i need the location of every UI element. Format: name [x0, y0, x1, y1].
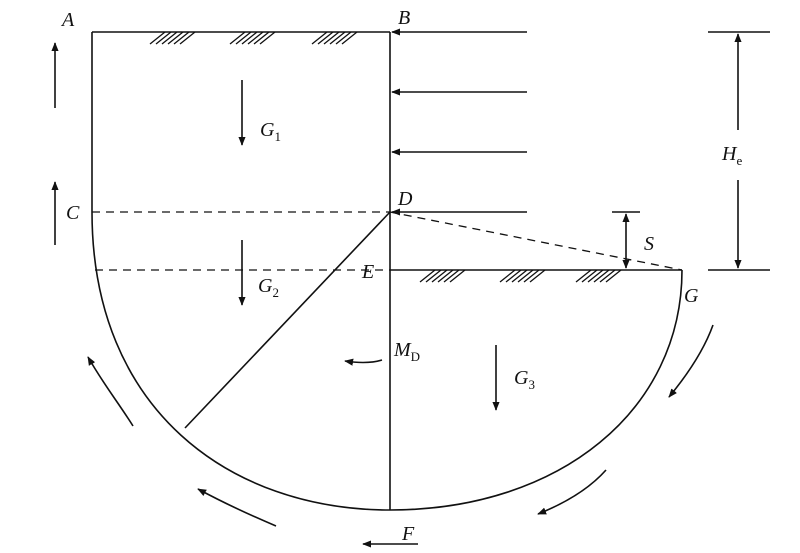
ground-hatch-top-1: [149, 31, 196, 45]
label-point-b: B: [398, 7, 410, 29]
label-g1: G1: [260, 119, 281, 144]
label-point-c: C: [66, 202, 80, 224]
label-point-d: D: [397, 188, 413, 210]
label-g3: G3: [514, 367, 535, 392]
label-g2: G2: [258, 275, 279, 300]
rotation-arrow-left-lower: [197, 488, 277, 527]
ground-hatch-bottom-3: [575, 269, 622, 283]
label-point-e: E: [361, 261, 374, 283]
ground-hatch-bottom-1: [419, 269, 466, 283]
ground-hatch-top-3: [311, 31, 358, 45]
moment-arrow-md: [344, 358, 383, 366]
label-point-g: G: [684, 285, 699, 307]
label-point-a: A: [60, 9, 75, 31]
label-s: S: [644, 233, 654, 255]
rotation-arrow-right-lower: [537, 469, 607, 515]
ground-hatch-bottom-2: [499, 269, 546, 283]
rotation-arrow-left-upper: [87, 356, 134, 427]
slip-line-d-arc: [184, 211, 391, 429]
rotation-arrow-right-upper: [668, 324, 714, 398]
ground-hatch-top-2: [229, 31, 276, 45]
label-he: He: [721, 143, 742, 168]
slip-arc-cfg: [91, 211, 683, 511]
label-md: MD: [393, 339, 420, 364]
label-point-f: F: [401, 523, 415, 545]
dashed-line-dg: [389, 211, 683, 271]
